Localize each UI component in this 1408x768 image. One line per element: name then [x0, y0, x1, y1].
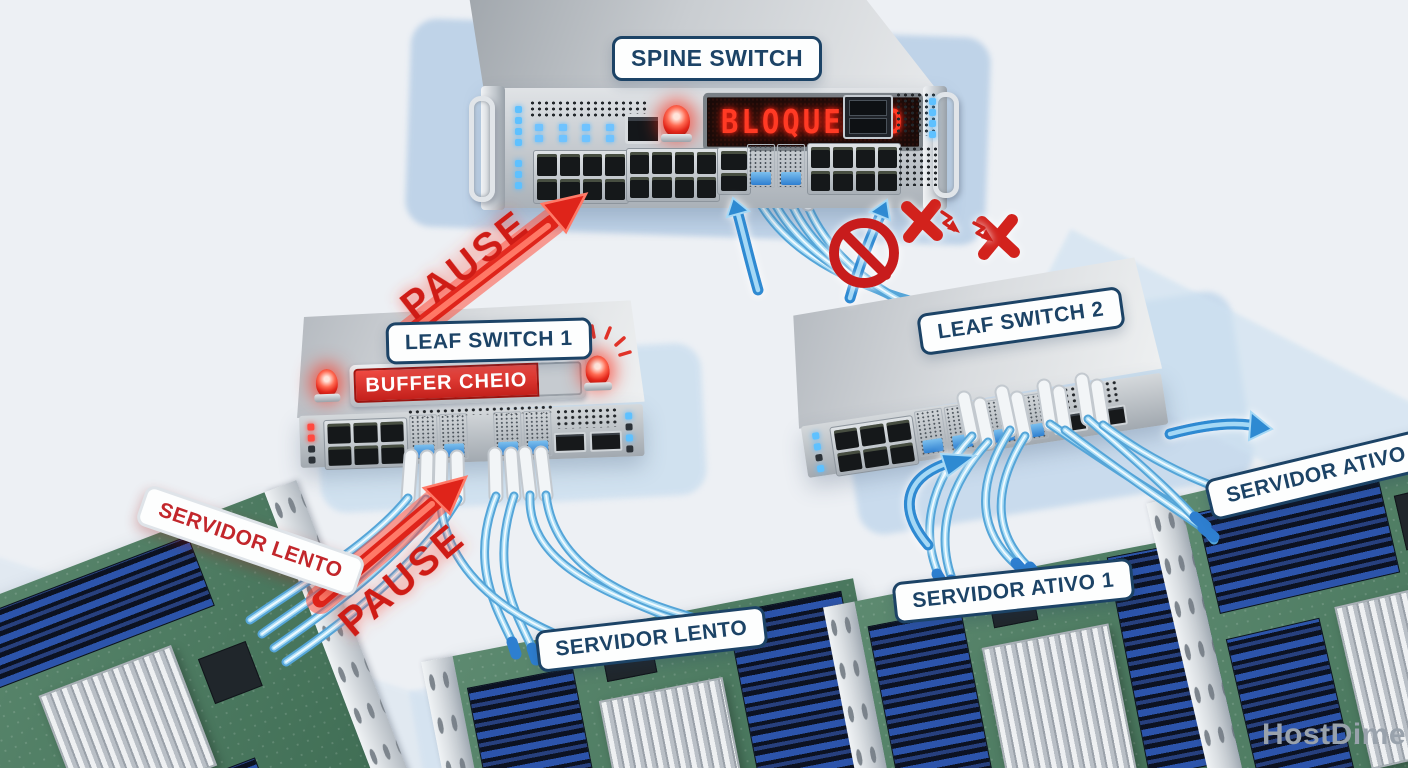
- sfp-module: [777, 144, 805, 188]
- port-activity-leds: [535, 124, 617, 142]
- leaf-switch-1-label: LEAF SWITCH 1: [385, 317, 593, 365]
- alarm-siren-icon: [660, 105, 693, 142]
- ethernet-port-group: [807, 143, 901, 195]
- sfp-module: [492, 411, 523, 459]
- sfp-uplink-cage: [843, 95, 893, 139]
- cpu-heatsink: [598, 676, 752, 768]
- sfp-empty-slot: [1091, 404, 1128, 430]
- spine-switch-front: BLOQUEADO: [469, 86, 959, 210]
- sfp-module: [522, 410, 553, 458]
- sfp-module: [943, 403, 978, 453]
- leaf-switch-1-label-text: LEAF SWITCH 1: [404, 326, 573, 355]
- buffer-full-text-zone: BUFFER CHEIO: [353, 362, 540, 404]
- ethernet-port-group: [533, 150, 629, 204]
- leaf1-front: [298, 403, 645, 471]
- sfp-module: [438, 413, 469, 461]
- sfp-module: [747, 144, 775, 188]
- rack-handle: [933, 92, 959, 198]
- rack-handle: [469, 96, 495, 202]
- sfp-empty-slot: [1051, 410, 1089, 436]
- hostdime-watermark: HostDime: [1262, 718, 1407, 751]
- spine-switch-label: SPINE SWITCH: [612, 36, 823, 81]
- vent-grid: [897, 146, 937, 186]
- sfp-module: [409, 414, 439, 462]
- ram-bank: [466, 666, 607, 768]
- alarm-siren-icon: [315, 368, 339, 398]
- blocked-x-icon: [976, 214, 1020, 260]
- buffer-full-text: BUFFER CHEIO: [365, 368, 528, 397]
- cpu-heatsink: [38, 644, 218, 768]
- status-leds: [625, 412, 634, 453]
- vent-grid: [529, 100, 647, 118]
- alarm-siren-icon: [585, 355, 611, 386]
- buffer-free-zone: [538, 361, 583, 397]
- vent-grid: [554, 406, 618, 430]
- mgmt-port: [625, 114, 661, 144]
- spine-switch-label-text: SPINE SWITCH: [631, 45, 804, 71]
- ethernet-port-group: [626, 148, 720, 202]
- buffer-full-display: BUFFER CHEIO: [349, 356, 587, 408]
- status-leds: [515, 160, 522, 189]
- chipset: [1393, 485, 1408, 551]
- status-leds: [811, 431, 825, 473]
- ethernet-port-pair: [717, 147, 751, 195]
- status-leds: [307, 423, 316, 464]
- status-leds: [515, 106, 522, 146]
- sfp-empty-slot: [589, 430, 623, 452]
- ram-bank: [867, 608, 1002, 768]
- sfp-module: [1014, 392, 1050, 443]
- status-leds: [929, 98, 936, 138]
- cpu-heatsink: [982, 623, 1140, 768]
- chipset: [198, 641, 263, 705]
- ethernet-port-group: [323, 417, 409, 471]
- sfp-module: [913, 407, 949, 458]
- spine-switch: BLOQUEADO: [455, 0, 959, 212]
- sfp-empty-slot: [553, 431, 587, 454]
- sfp-module: [984, 396, 1020, 447]
